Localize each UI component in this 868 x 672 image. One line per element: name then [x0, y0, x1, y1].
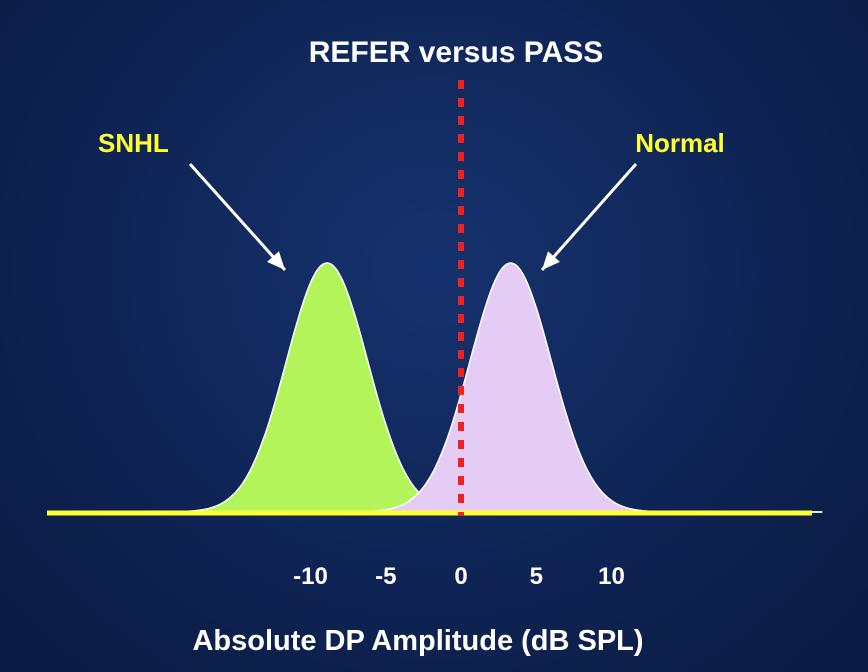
- x-tick-label: 0: [454, 563, 467, 590]
- curve-normal: [84, 262, 823, 513]
- x-tick-labels: -10 -5 0 5 10: [293, 563, 625, 590]
- curve-annotations: SNHL Normal: [98, 128, 725, 272]
- arrowhead-normal: [542, 251, 560, 270]
- distribution-curves: [84, 262, 823, 513]
- chart-title: REFER versus PASS: [309, 36, 604, 69]
- x-tick-label: 10: [598, 563, 625, 590]
- arrowhead-snhl: [267, 251, 285, 270]
- annotation-normal: Normal: [635, 128, 725, 158]
- annotation-snhl: SNHL: [98, 128, 169, 158]
- x-tick-label: 5: [530, 563, 543, 590]
- x-tick-label: -10: [293, 563, 328, 590]
- arrow-snhl: [188, 162, 287, 272]
- x-tick-label: -5: [375, 563, 396, 590]
- arrow-normal: [540, 163, 638, 271]
- x-axis-label: Absolute DP Amplitude (dB SPL): [192, 625, 643, 657]
